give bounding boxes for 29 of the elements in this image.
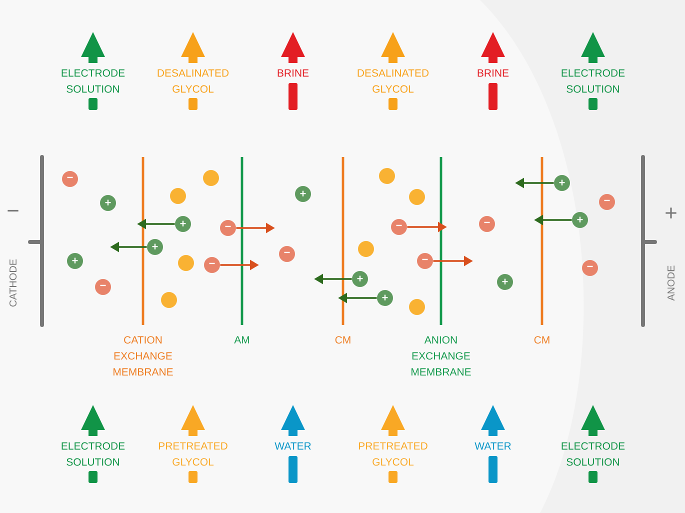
molecule-circle (178, 255, 194, 271)
molecule-circle (161, 292, 177, 308)
flow-label: DESALINATED GLYCOL (358, 69, 429, 93)
molecule-circle (409, 299, 425, 315)
electrode-label: ANODE (667, 266, 675, 301)
membrane-label: ANION EXCHANGE MEMBRANE (412, 336, 471, 376)
flow-label: ELECTRODE SOLUTION (62, 69, 125, 93)
flow-label: BRINE (278, 69, 309, 77)
molecule-circle (379, 168, 395, 184)
membrane-label: AM (234, 336, 249, 344)
electrode-sign: + (666, 208, 676, 218)
flow-label: ELECTRODE SOLUTION (562, 442, 625, 466)
membrane-label: CATION EXCHANGE MEMBRANE (114, 336, 173, 376)
membrane-label: CM (534, 336, 550, 344)
flow-label: BRINE (478, 69, 509, 77)
molecule-circle (358, 241, 374, 257)
membrane-label: CM (335, 336, 350, 344)
molecule-circle (170, 188, 186, 204)
flow-label: ELECTRODE SOLUTION (62, 442, 125, 466)
electrode-label: CATHODE (9, 259, 17, 307)
flow-label: ELECTRODE SOLUTION (562, 69, 625, 93)
flow-label: WATER (474, 442, 511, 450)
electrode-sign: − (8, 210, 18, 212)
molecule-circle (203, 170, 219, 186)
flow-label: DESALINATED GLYCOL (158, 69, 229, 93)
flow-label: PRETREATED GLYCOL (358, 442, 428, 466)
flow-label: PRETREATED GLYCOL (158, 442, 228, 466)
molecule-circle (409, 189, 425, 205)
flow-label: WATER (274, 442, 311, 450)
